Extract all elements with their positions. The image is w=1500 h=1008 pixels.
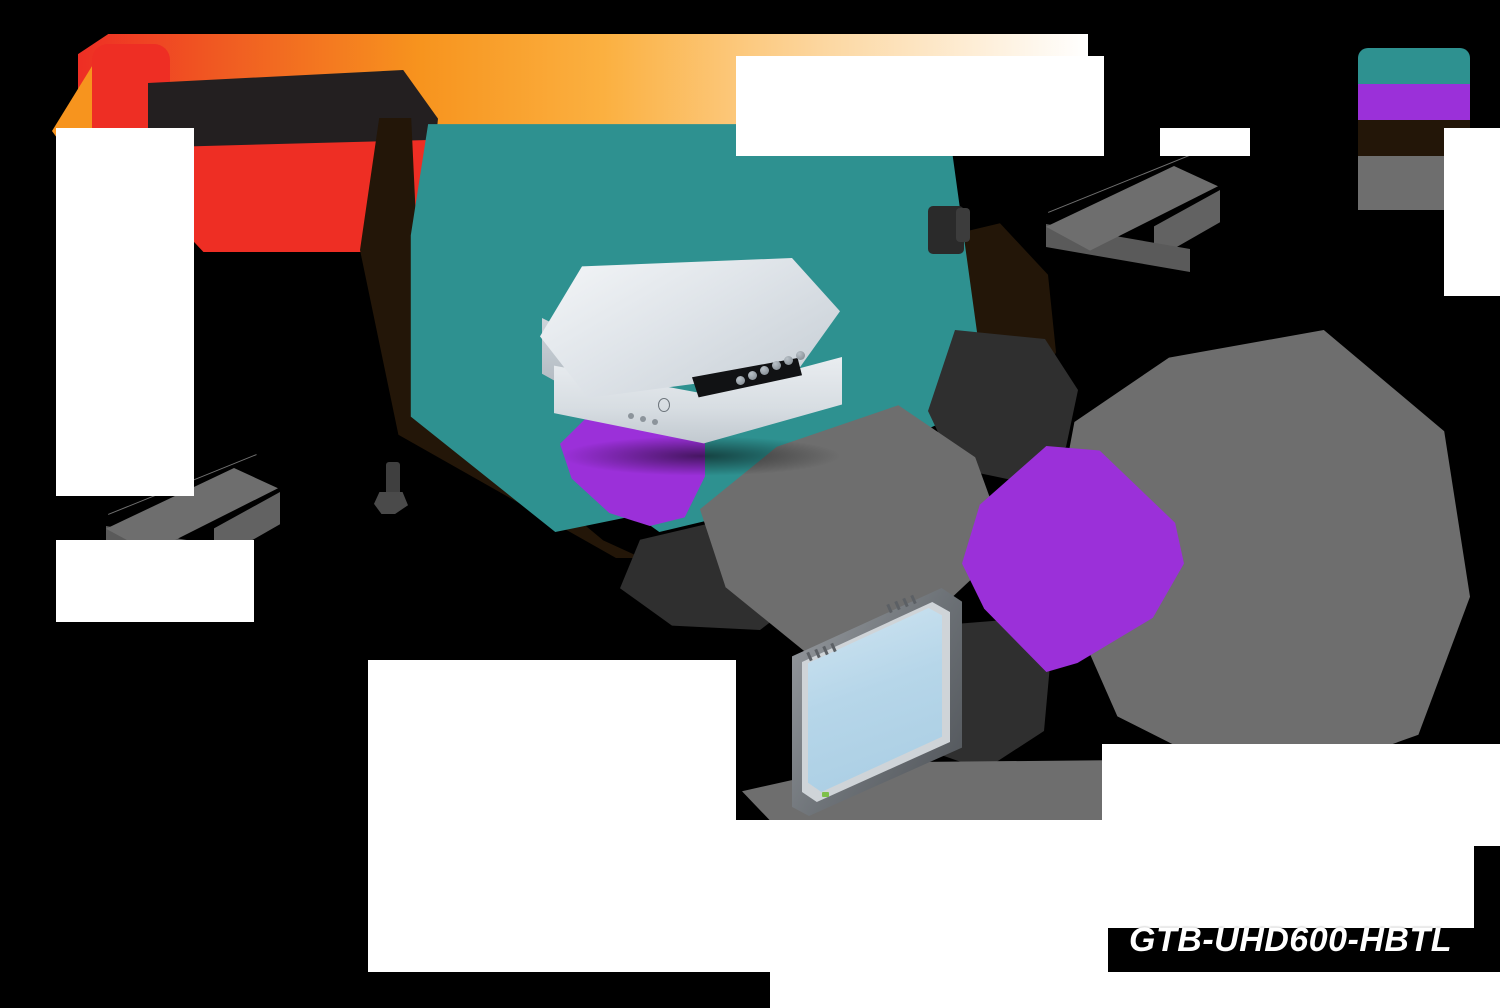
front-button-3[interactable] — [760, 366, 769, 375]
callout-center-right — [1160, 128, 1250, 156]
sender-unit[interactable] — [1004, 148, 1248, 316]
callout-left-lower — [56, 540, 254, 622]
status-led-1 — [628, 413, 634, 419]
display-power-led — [822, 792, 829, 797]
callout-bottom-right-lower — [1102, 846, 1474, 928]
callout-bottom-center — [368, 660, 736, 972]
front-button-1[interactable] — [736, 376, 745, 385]
status-led-2 — [640, 416, 646, 422]
legend-item-0 — [1358, 48, 1470, 84]
cable-plug-left-head — [374, 492, 408, 514]
front-button-4[interactable] — [772, 361, 781, 370]
callout-right-edge — [1444, 128, 1500, 296]
cable-plug-left — [386, 462, 400, 498]
front-button-5[interactable] — [784, 356, 793, 365]
legend-swatch-purple — [1358, 84, 1470, 120]
callout-bottom-right-upper — [1102, 744, 1500, 846]
display-vent-6 — [894, 600, 901, 611]
callout-bottom-center-2 — [736, 820, 1108, 972]
front-button-6[interactable] — [796, 351, 805, 360]
callout-left-upper — [56, 128, 194, 496]
source-device[interactable] — [540, 258, 870, 476]
display-vent-5 — [886, 603, 893, 614]
legend-swatch-teal — [1358, 48, 1470, 84]
front-button-2[interactable] — [748, 371, 757, 380]
callout-header-right — [736, 56, 1104, 156]
status-led-3 — [652, 419, 658, 425]
legend-item-1 — [1358, 84, 1470, 120]
model-number-label: GTB-UHD600-HBTL — [1129, 921, 1452, 959]
display-device[interactable] — [792, 588, 974, 828]
cable-plug-top-right-tip — [956, 208, 970, 242]
power-icon[interactable] — [658, 398, 670, 412]
